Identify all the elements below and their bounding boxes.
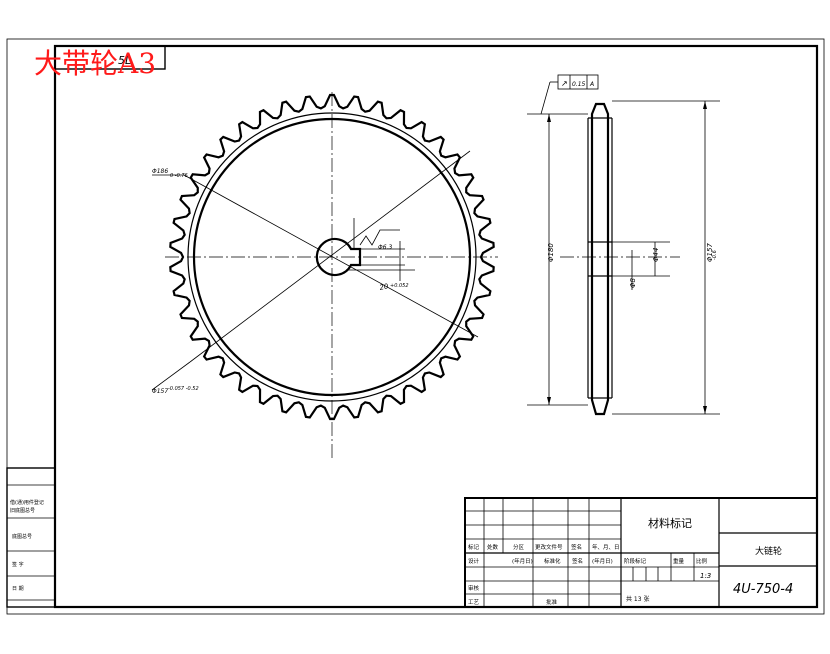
dim-line-root [189,150,471,363]
left-strip-row5: 日 期 [12,586,24,592]
tb-hdr-sign: 签名 [571,543,582,551]
overlay-title: 大带轮A3 [34,47,156,80]
keyway-ra-label: Φ6.3 [378,244,392,251]
side-dim-outer-label: Φ157 [706,243,714,262]
sprocket-front-view: Φ6.3 20 +0.052 Φ186 0 -0.76 Φ157 -0.057 … [151,92,498,460]
tb-row-date1: (年月日) [512,557,533,565]
tb-drawing-number: 4U-750-4 [733,582,793,597]
tb-scale: 1:3 [700,572,711,580]
side-dim-bore-sub-label: Φ8 [629,277,637,288]
tb-hdr-count: 处数 [487,543,499,551]
hub-bore-keyway [315,237,362,277]
title-block: 标记 处数 分区 更改文件号 签名 年、月、日 设计 (年月日) 标准化 签名 … [464,497,818,608]
dim-root-label: Φ157 [152,388,168,395]
dim-outer-tol: 0 -0.76 [170,173,188,179]
gdt-symbol: ↗ [561,79,568,88]
tb-row-design: 设计 [468,557,480,565]
left-strip-row4: 签 字 [12,561,24,568]
tb-row-approve: 批准 [546,598,558,606]
tb-row-craft: 工艺 [468,599,480,606]
sprocket-side-view: Φ180 Φ157 -0.6 Φ44 Φ8 ↗ 0.15 A [527,74,720,416]
side-dim-bore-label: Φ44 [652,248,660,262]
gdt-value: 0.15 [572,81,586,88]
left-strip-table: 借(通)用件登记 旧底图总号 底图总号 签 字 日 期 [6,467,56,608]
tb-hdr-mark: 标记 [468,543,480,551]
tb-hdr-date: 年、月、日 [592,543,620,551]
top-tag-text: 5L [118,54,131,67]
tb-ratio-label: 比例 [696,557,708,565]
side-dim-height-label: Φ180 [547,243,555,262]
side-plate-outline [590,102,610,416]
tb-sheet-total: 共 13 张 [626,595,649,603]
tb-row-sign2: 签名 [572,557,583,565]
dim-outer-label: Φ186 [152,168,168,175]
left-strip-row3: 底图总号 [12,533,32,540]
tb-material-label: 材料标记 [648,516,692,530]
drawing-frame [53,44,819,609]
left-strip-row1: 借(通)用件登记 [10,499,44,506]
keyway-dim-label: 20 [379,282,390,292]
tb-row-std: 标准化 [544,557,561,565]
left-strip-row2: 旧底图总号 [10,507,35,514]
keyway-tol-label: +0.052 [390,283,409,289]
gdt-frame: ↗ 0.15 A [540,74,599,115]
tb-part-name: 大链轮 [755,545,782,557]
tb-stage-label: 阶段标记 [624,557,647,565]
top-tag-box: 5L [54,45,166,70]
gdt-datum: A [589,81,594,88]
dim-root-tol: -0.057 -0.52 [168,386,199,392]
tb-row-date2: (年月日) [592,557,613,565]
tb-hdr-docno: 更改文件号 [535,543,563,551]
tb-hdr-zone: 分区 [513,543,525,551]
tb-weight-label: 重量 [673,557,685,565]
sheet-border [6,38,825,615]
tb-row-check: 审核 [468,584,480,592]
side-dim-outer-tol: -0.6 [712,250,718,260]
